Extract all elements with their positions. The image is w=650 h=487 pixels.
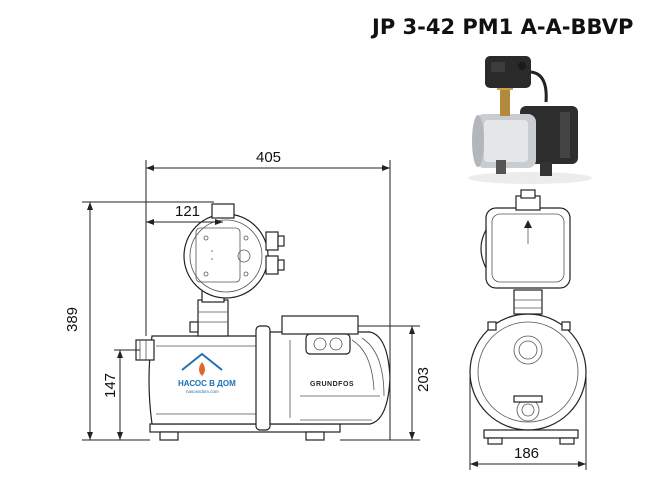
- side-view: GRUNDFOS: [135, 203, 391, 441]
- dim-label-186: 186: [514, 445, 539, 462]
- dim-total-height: 389: [64, 201, 214, 441]
- watermark-logo: НАСОС В ДОМ nasosvdom.com: [178, 352, 236, 394]
- dim-controller-offset: 121: [146, 203, 223, 225]
- dim-motor-height: 203: [340, 325, 432, 441]
- dim-width: 186: [469, 372, 587, 470]
- dim-label-121: 121: [175, 203, 200, 220]
- dim-inlet-height: 147: [102, 349, 140, 440]
- dim-label-203: 203: [415, 367, 432, 392]
- watermark-site: nasosvdom.com: [186, 389, 219, 394]
- dim-total-length: 405: [145, 149, 391, 440]
- dim-label-147: 147: [102, 373, 119, 398]
- model-title: JP 3-42 PM1 A-A-BBVP: [370, 15, 633, 39]
- product-photo: [468, 56, 592, 184]
- front-view: [469, 189, 587, 445]
- dim-label-405: 405: [256, 149, 281, 166]
- brand-label: GRUNDFOS: [310, 381, 354, 388]
- dim-label-389: 389: [64, 307, 81, 332]
- watermark-name: НАСОС В ДОМ: [178, 379, 236, 388]
